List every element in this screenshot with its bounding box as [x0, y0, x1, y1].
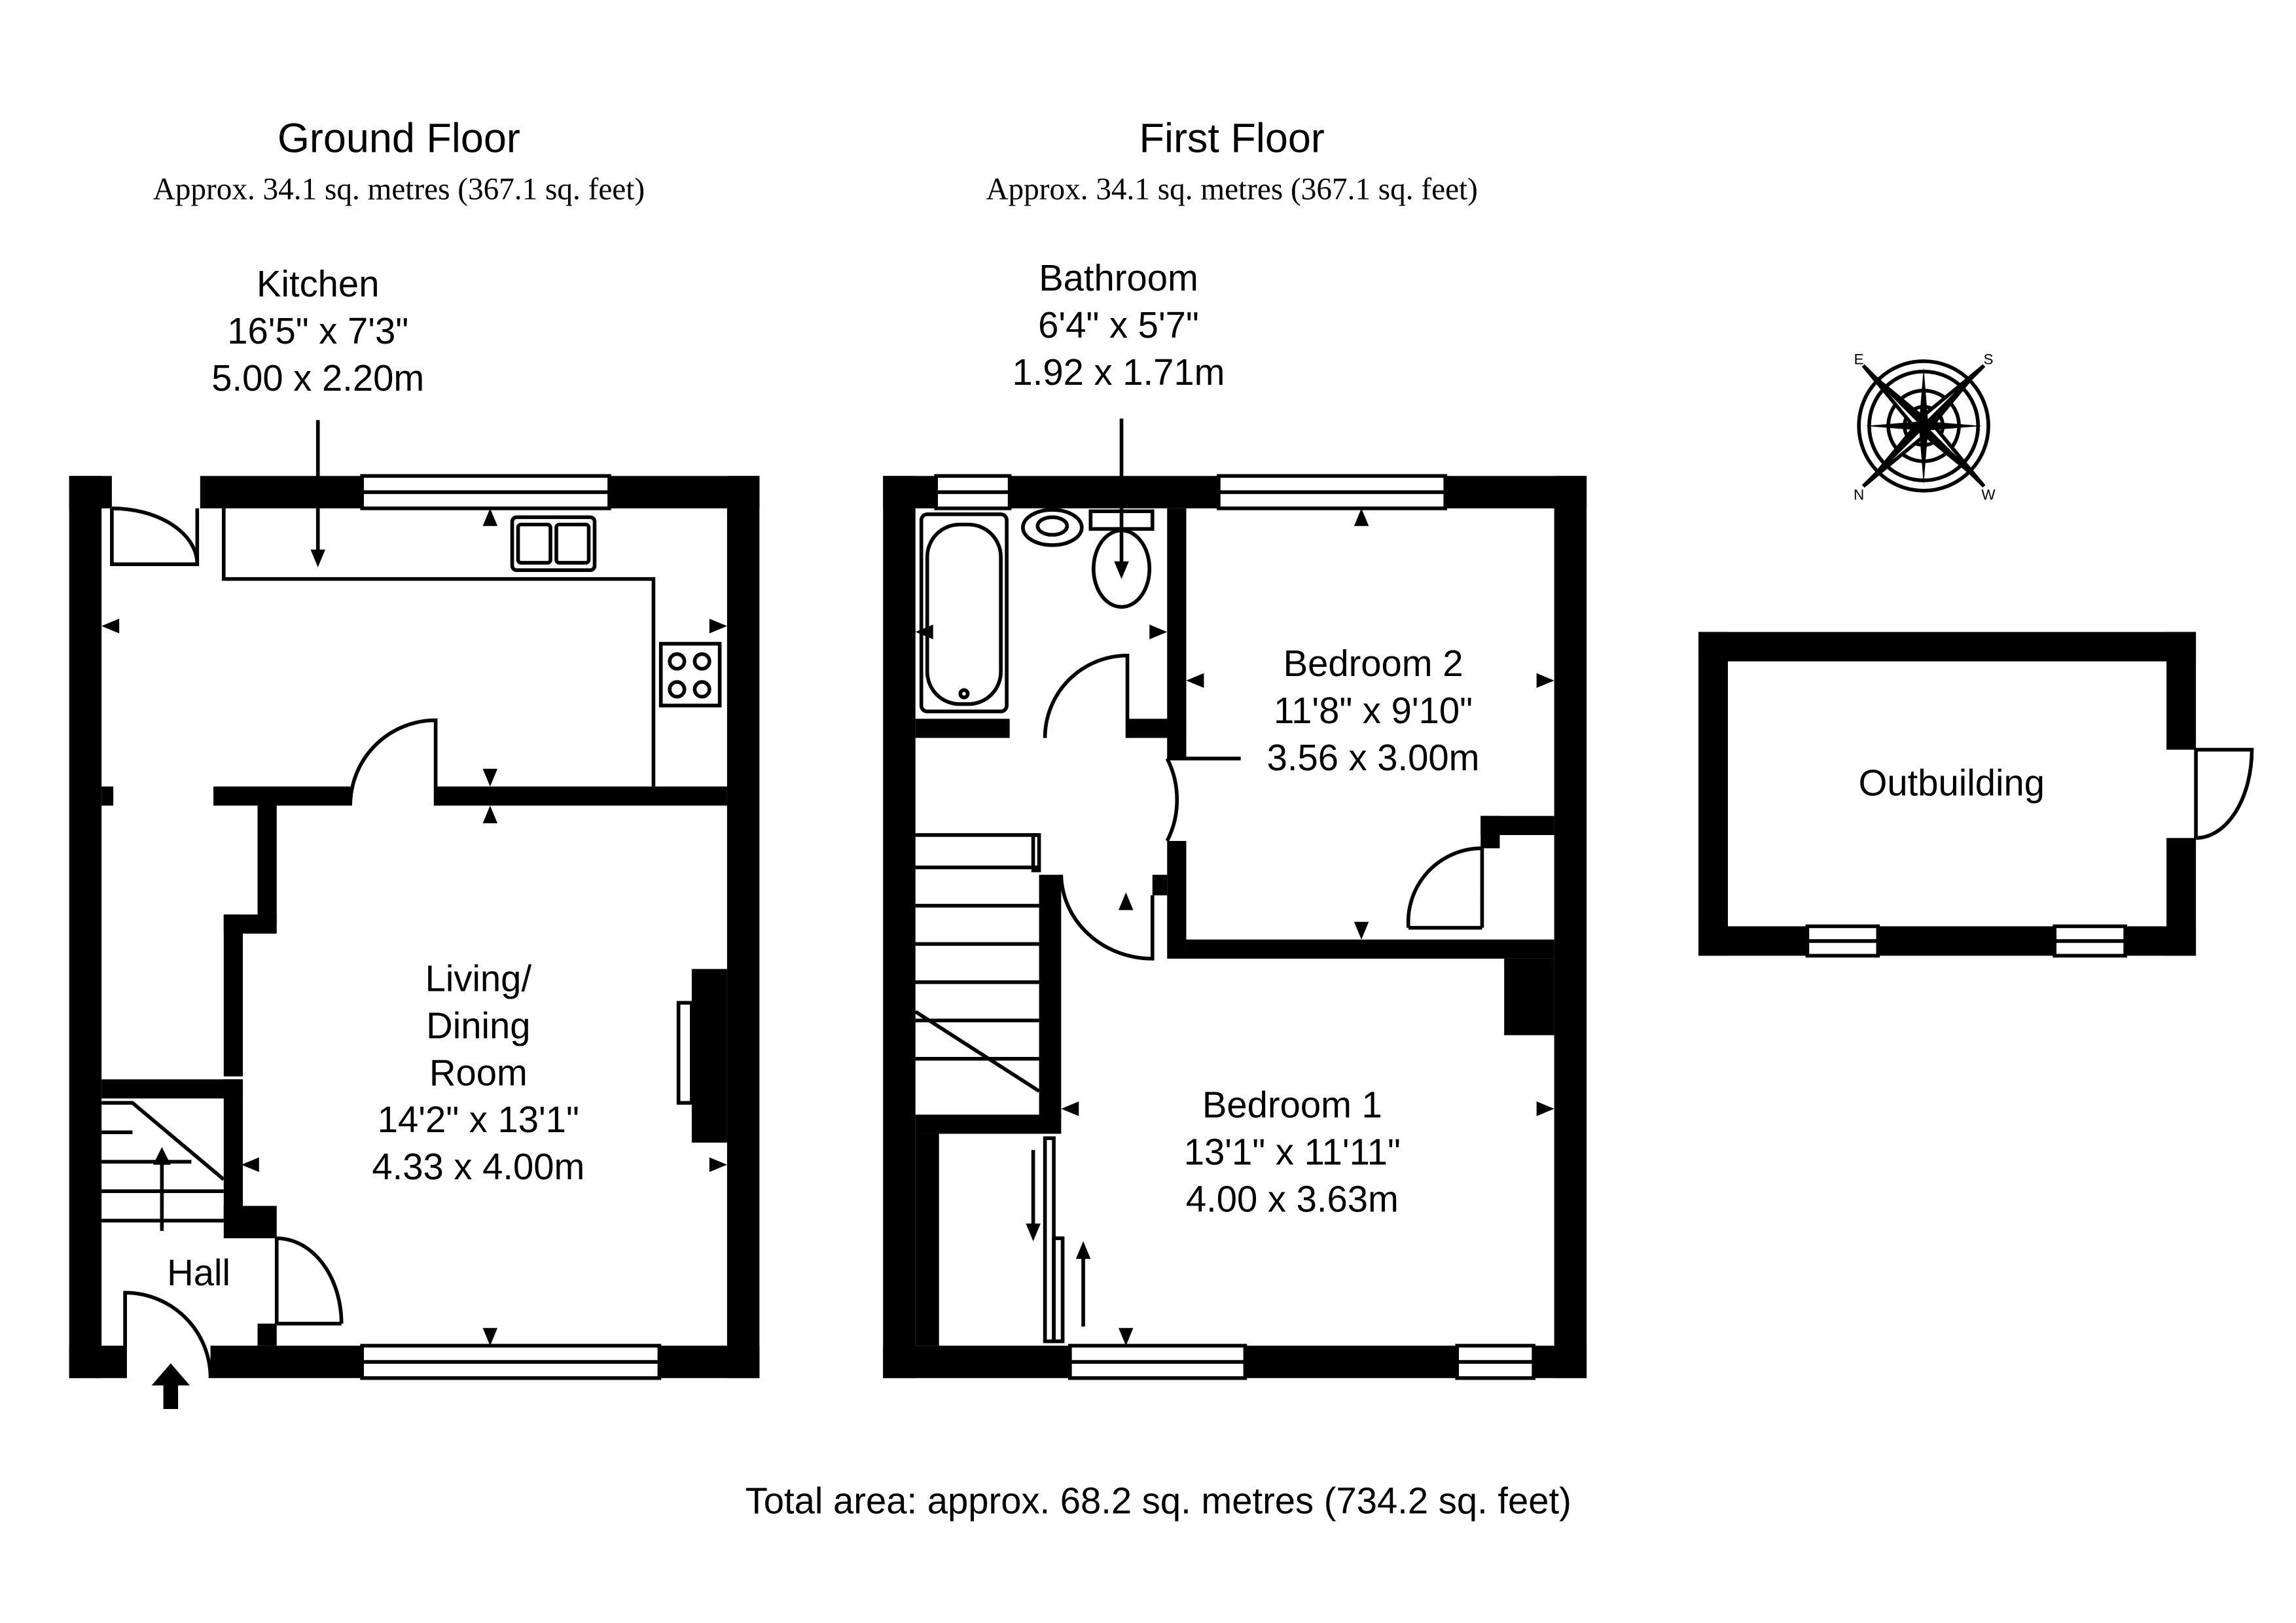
living-room-name-2: Dining [426, 1005, 530, 1046]
outbuilding-plan [1698, 632, 2254, 958]
first-floor-heading: First Floor Approx. 34.1 sq. metres (367… [986, 116, 1477, 207]
living-room-door [274, 1236, 344, 1324]
wall [213, 786, 351, 806]
bedroom-2-metric: 3.56 x 3.00m [1267, 737, 1480, 778]
chimney-breast [691, 969, 727, 1143]
bathroom-door [1043, 653, 1130, 738]
wall [435, 786, 727, 806]
bedroom-2-name: Bedroom 2 [1283, 643, 1463, 684]
kitchen-name: Kitchen [257, 263, 379, 304]
wall [223, 914, 243, 1077]
living-room-imperial: 14'2" x 13'1" [378, 1099, 579, 1140]
compass-label-n: N [1854, 486, 1864, 503]
wall [69, 1346, 126, 1378]
bedroom-2-imperial: 11'8" x 9'10" [1274, 690, 1473, 731]
first-dimension-arrows [915, 418, 1554, 1346]
wall [1534, 1346, 1587, 1378]
wall [1039, 874, 1062, 1118]
total-area: Total area: approx. 68.2 sq. metres (734… [745, 1480, 1571, 1522]
wall [1698, 632, 1728, 956]
wall [223, 1079, 243, 1219]
hall-label: Hall [167, 1252, 230, 1293]
wall [1698, 632, 2197, 662]
first-floor-title: First Floor [1139, 116, 1325, 162]
wall [257, 1323, 277, 1346]
bathroom-name: Bathroom [1039, 257, 1198, 298]
wall [101, 1079, 243, 1099]
first-floor-plan [883, 418, 1587, 1380]
wall [200, 476, 363, 508]
wall [1186, 939, 1554, 959]
ground-floor-title: Ground Floor [278, 116, 520, 162]
bedroom-1-metric: 4.00 x 3.63m [1186, 1179, 1399, 1220]
first-floor-stairs [914, 833, 1041, 1093]
first-floor-area: Approx. 34.1 sq. metres (367.1 sq. feet) [986, 173, 1477, 207]
wall [1878, 926, 2055, 956]
wall [1554, 476, 1587, 1378]
bedroom-1-label: Bedroom 1 13'1" x 11'11" 4.00 x 3.63m [1184, 1084, 1401, 1220]
wall [883, 1346, 1070, 1378]
ground-dimension-arrows [101, 419, 727, 1346]
wall [659, 1346, 760, 1378]
wall [223, 1205, 277, 1239]
living-room-name-1: Living/ [425, 957, 532, 999]
ground-floor-plan [69, 419, 760, 1409]
wall [2125, 926, 2197, 956]
bedroom-1-imperial: 13'1" x 11'11" [1184, 1132, 1401, 1173]
chimney-breast [1504, 958, 1554, 1035]
wall [257, 806, 277, 923]
wall [726, 476, 760, 1378]
kitchen-imperial: 16'5" x 7'3" [227, 310, 408, 351]
bathroom-imperial: 6'4" x 5'7" [1038, 304, 1199, 346]
living-room-name-3: Room [429, 1052, 528, 1093]
bedroom-1-name: Bedroom 1 [1202, 1084, 1382, 1126]
outbuilding-label: Outbuilding [1859, 762, 2045, 803]
wall [1245, 1346, 1458, 1378]
wall [915, 719, 1010, 738]
bedroom-1-door [1059, 874, 1155, 961]
wall [1009, 476, 1219, 508]
wall [210, 1346, 363, 1378]
wall [1152, 874, 1168, 896]
ground-stairs [101, 1101, 225, 1231]
wall [915, 1133, 939, 1346]
compass-label-w: W [1981, 486, 1996, 503]
wall [2166, 632, 2197, 750]
wall [101, 786, 114, 806]
ground-floor-heading: Ground Floor Approx. 34.1 sq. metres (36… [153, 116, 645, 207]
wall [883, 476, 916, 1378]
back-door [110, 506, 200, 567]
cupboard-door [1406, 846, 1484, 928]
bathroom-metric: 1.92 x 1.71m [1013, 351, 1225, 393]
compass-label-s: S [1984, 351, 1994, 367]
wall [69, 476, 102, 1378]
kitchen-metric: 5.00 x 2.20m [211, 357, 424, 399]
wall [1480, 815, 1500, 849]
compass-rose-icon: E S N W [1854, 351, 1996, 503]
entrance-arrow-icon [151, 1363, 190, 1409]
wall [1167, 508, 1187, 759]
bathroom-label: Bathroom 6'4" x 5'7" 1.92 x 1.71m [1013, 257, 1225, 393]
wall [915, 1115, 1062, 1134]
compass-label-e: E [1854, 351, 1864, 367]
kitchen-label: Kitchen 16'5" x 7'3" 5.00 x 2.20m [211, 263, 424, 399]
ground-floor-area: Approx. 34.1 sq. metres (367.1 sq. feet) [153, 173, 645, 207]
wall [1698, 926, 1808, 956]
living-room-label: Living/ Dining Room 14'2" x 13'1" 4.33 x… [372, 957, 584, 1187]
living-room-metric: 4.33 x 4.00m [372, 1146, 584, 1187]
bedroom-2-door [1165, 757, 1179, 842]
outbuilding-door [2194, 747, 2254, 840]
bedroom-2-label: Bedroom 2 11'8" x 9'10" 3.56 x 3.00m [1267, 643, 1480, 778]
front-door [123, 1291, 213, 1378]
wall [1167, 840, 1187, 959]
kitchen-door [348, 718, 438, 806]
